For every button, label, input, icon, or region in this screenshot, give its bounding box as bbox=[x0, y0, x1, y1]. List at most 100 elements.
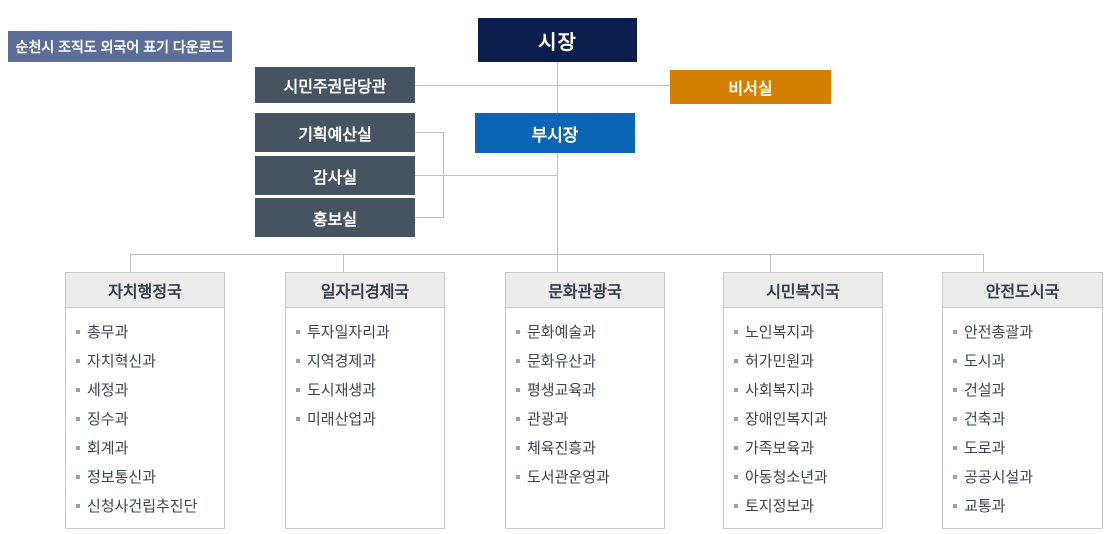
foreign-language-download-button[interactable]: 순천시 조직도 외국어 표기 다운로드 bbox=[8, 31, 232, 62]
department-label: 공공시설과 bbox=[964, 469, 1034, 486]
department-label: 도로과 bbox=[964, 440, 1006, 457]
bureau-header: 문화관광국 bbox=[506, 273, 664, 308]
department-item: 노인복지과 bbox=[734, 317, 878, 346]
department-label: 허가민원과 bbox=[745, 353, 815, 370]
department-item: 장애인복지과 bbox=[734, 404, 878, 433]
square-bullet-icon bbox=[76, 445, 80, 450]
department-label: 안전총괄과 bbox=[964, 324, 1034, 341]
square-bullet-icon bbox=[76, 358, 80, 363]
department-item: 안전총괄과 bbox=[953, 317, 1098, 346]
square-bullet-icon bbox=[516, 416, 520, 421]
bureau-header: 시민복지국 bbox=[724, 273, 882, 308]
square-bullet-icon bbox=[953, 503, 957, 508]
department-item: 문화유산과 bbox=[516, 346, 660, 375]
department-item: 체육진흥과 bbox=[516, 433, 660, 462]
square-bullet-icon bbox=[296, 358, 300, 363]
department-label: 문화예술과 bbox=[527, 324, 597, 341]
department-label: 아동청소년과 bbox=[745, 469, 828, 486]
department-label: 사회복지과 bbox=[745, 382, 815, 399]
department-label: 관광과 bbox=[527, 411, 569, 428]
square-bullet-icon bbox=[76, 387, 80, 392]
connector-bureau-stub-4 bbox=[770, 254, 771, 272]
square-bullet-icon bbox=[953, 387, 957, 392]
department-label: 건설과 bbox=[964, 382, 1006, 399]
square-bullet-icon bbox=[516, 358, 520, 363]
square-bullet-icon bbox=[953, 416, 957, 421]
department-item: 사회복지과 bbox=[734, 375, 878, 404]
department-label: 지역경제과 bbox=[307, 353, 377, 370]
department-label: 노인복지과 bbox=[745, 324, 815, 341]
department-item: 도서관운영과 bbox=[516, 462, 660, 491]
square-bullet-icon bbox=[953, 474, 957, 479]
department-label: 회계과 bbox=[87, 440, 129, 457]
department-item: 평생교육과 bbox=[516, 375, 660, 404]
department-label: 정보통신과 bbox=[87, 469, 157, 486]
department-label: 미래산업과 bbox=[307, 411, 377, 428]
square-bullet-icon bbox=[516, 329, 520, 334]
connector-bureau-stub-1 bbox=[130, 254, 131, 272]
square-bullet-icon bbox=[296, 387, 300, 392]
square-bullet-icon bbox=[76, 329, 80, 334]
square-bullet-icon bbox=[516, 474, 520, 479]
department-item: 아동청소년과 bbox=[734, 462, 878, 491]
department-label: 세정과 bbox=[87, 382, 129, 399]
department-label: 건축과 bbox=[964, 411, 1006, 428]
department-item: 미래산업과 bbox=[296, 404, 440, 433]
department-item: 정보통신과 bbox=[76, 462, 220, 491]
department-label: 총무과 bbox=[87, 324, 129, 341]
connector-bureau-stub-5 bbox=[983, 254, 984, 272]
department-item: 자치혁신과 bbox=[76, 346, 220, 375]
bureau-header: 자치행정국 bbox=[66, 273, 224, 308]
connector-bureau-stub-3 bbox=[557, 254, 558, 272]
department-label: 교통과 bbox=[964, 498, 1006, 515]
department-item: 회계과 bbox=[76, 433, 220, 462]
department-label: 도서관운영과 bbox=[527, 469, 610, 486]
department-label: 문화유산과 bbox=[527, 353, 597, 370]
department-item: 관광과 bbox=[516, 404, 660, 433]
mayor-box: 시장 bbox=[478, 18, 637, 62]
staff-office-box-audit: 감사실 bbox=[255, 156, 415, 195]
department-label: 장애인복지과 bbox=[745, 411, 828, 428]
square-bullet-icon bbox=[734, 329, 738, 334]
connector-secretary-horizontal bbox=[415, 85, 670, 86]
department-item: 신청사건립추진단 bbox=[76, 491, 220, 520]
square-bullet-icon bbox=[296, 416, 300, 421]
department-label: 도시재생과 bbox=[307, 382, 377, 399]
bureau-header: 일자리경제국 bbox=[286, 273, 444, 308]
department-item: 토지정보과 bbox=[734, 491, 878, 520]
department-label: 징수과 bbox=[87, 411, 129, 428]
department-item: 건설과 bbox=[953, 375, 1098, 404]
square-bullet-icon bbox=[296, 329, 300, 334]
department-item: 가족보육과 bbox=[734, 433, 878, 462]
square-bullet-icon bbox=[516, 445, 520, 450]
department-item: 지역경제과 bbox=[296, 346, 440, 375]
square-bullet-icon bbox=[734, 474, 738, 479]
department-item: 문화예술과 bbox=[516, 317, 660, 346]
department-item: 교통과 bbox=[953, 491, 1098, 520]
square-bullet-icon bbox=[734, 445, 738, 450]
square-bullet-icon bbox=[953, 358, 957, 363]
department-label: 체육진흥과 bbox=[527, 440, 597, 457]
staff-office-box-citizen-sovereignty: 시민주권담당관 bbox=[255, 67, 415, 103]
square-bullet-icon bbox=[76, 416, 80, 421]
connector-planning-horizontal bbox=[415, 132, 443, 133]
square-bullet-icon bbox=[734, 416, 738, 421]
square-bullet-icon bbox=[516, 387, 520, 392]
department-label: 신청사건립추진단 bbox=[87, 498, 198, 515]
bureau-header: 안전도시국 bbox=[943, 273, 1102, 308]
staff-office-box-public-relations: 홍보실 bbox=[255, 198, 415, 237]
square-bullet-icon bbox=[734, 358, 738, 363]
department-item: 도시과 bbox=[953, 346, 1098, 375]
department-label: 도시과 bbox=[964, 353, 1006, 370]
connector-deputy-vertical bbox=[557, 153, 558, 254]
